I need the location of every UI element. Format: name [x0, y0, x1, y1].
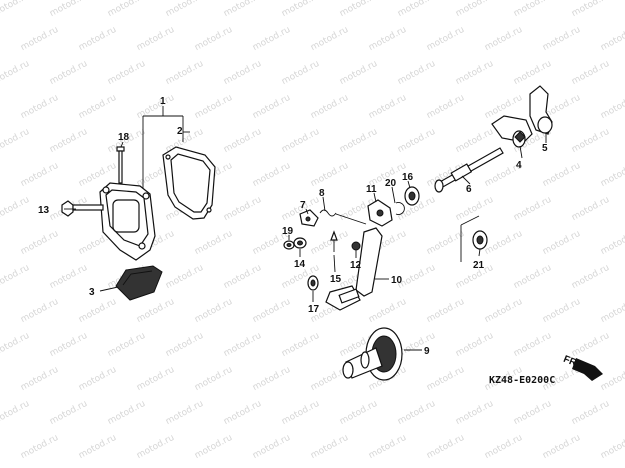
callout-5: 5	[542, 143, 548, 154]
callout-13: 13	[38, 205, 50, 216]
callout-19: 19	[282, 226, 294, 237]
callout-labels: 1 2 3 4 5 6 7 8 9 10 11 12 13 14 15 16 1…	[38, 96, 548, 357]
pin-15	[330, 230, 338, 252]
callout-2: 2	[177, 126, 183, 137]
shift-rod-6	[434, 147, 504, 193]
callout-11: 11	[366, 184, 377, 195]
callout-8: 8	[319, 188, 325, 199]
callout-14: 14	[294, 259, 306, 270]
washer-17	[307, 275, 319, 291]
shift-fork-5	[529, 85, 553, 135]
oil-seal-16	[404, 186, 420, 206]
circlip-20	[395, 202, 405, 215]
callout-16: 16	[402, 172, 414, 183]
callout-21: 21	[473, 260, 485, 271]
bolt-13	[61, 200, 104, 217]
callout-18: 18	[118, 132, 130, 143]
shift-arm-10	[325, 227, 383, 311]
cover-part	[99, 182, 156, 261]
callout-1: 1	[160, 96, 166, 107]
group-bracket	[142, 106, 184, 190]
callout-15: 15	[330, 274, 342, 285]
bolt-18	[116, 146, 125, 184]
callout-7: 7	[300, 200, 306, 211]
front-arrow-icon: FR.	[562, 354, 603, 381]
spring-8	[319, 209, 367, 225]
stopper-arm-7	[299, 209, 319, 227]
callout-17: 17	[308, 304, 320, 315]
bearing-21	[460, 215, 488, 262]
callout-10: 10	[391, 275, 403, 286]
stopper-11	[367, 199, 393, 227]
diagram-code: KZ48-E0200C	[489, 375, 555, 386]
callout-3: 3	[89, 287, 95, 298]
washer-12	[351, 241, 361, 251]
gasket-part	[162, 146, 216, 220]
callout-12: 12	[350, 260, 362, 271]
washer-14	[293, 237, 307, 249]
leader-lines	[64, 131, 547, 351]
shift-fork-4	[491, 115, 533, 148]
callout-20: 20	[385, 178, 397, 189]
callout-6: 6	[466, 184, 472, 195]
callout-4: 4	[516, 160, 522, 171]
rubber-pad-part	[115, 265, 163, 301]
shift-drum-9	[342, 327, 403, 381]
callout-9: 9	[424, 346, 430, 357]
washer-19	[283, 240, 295, 250]
